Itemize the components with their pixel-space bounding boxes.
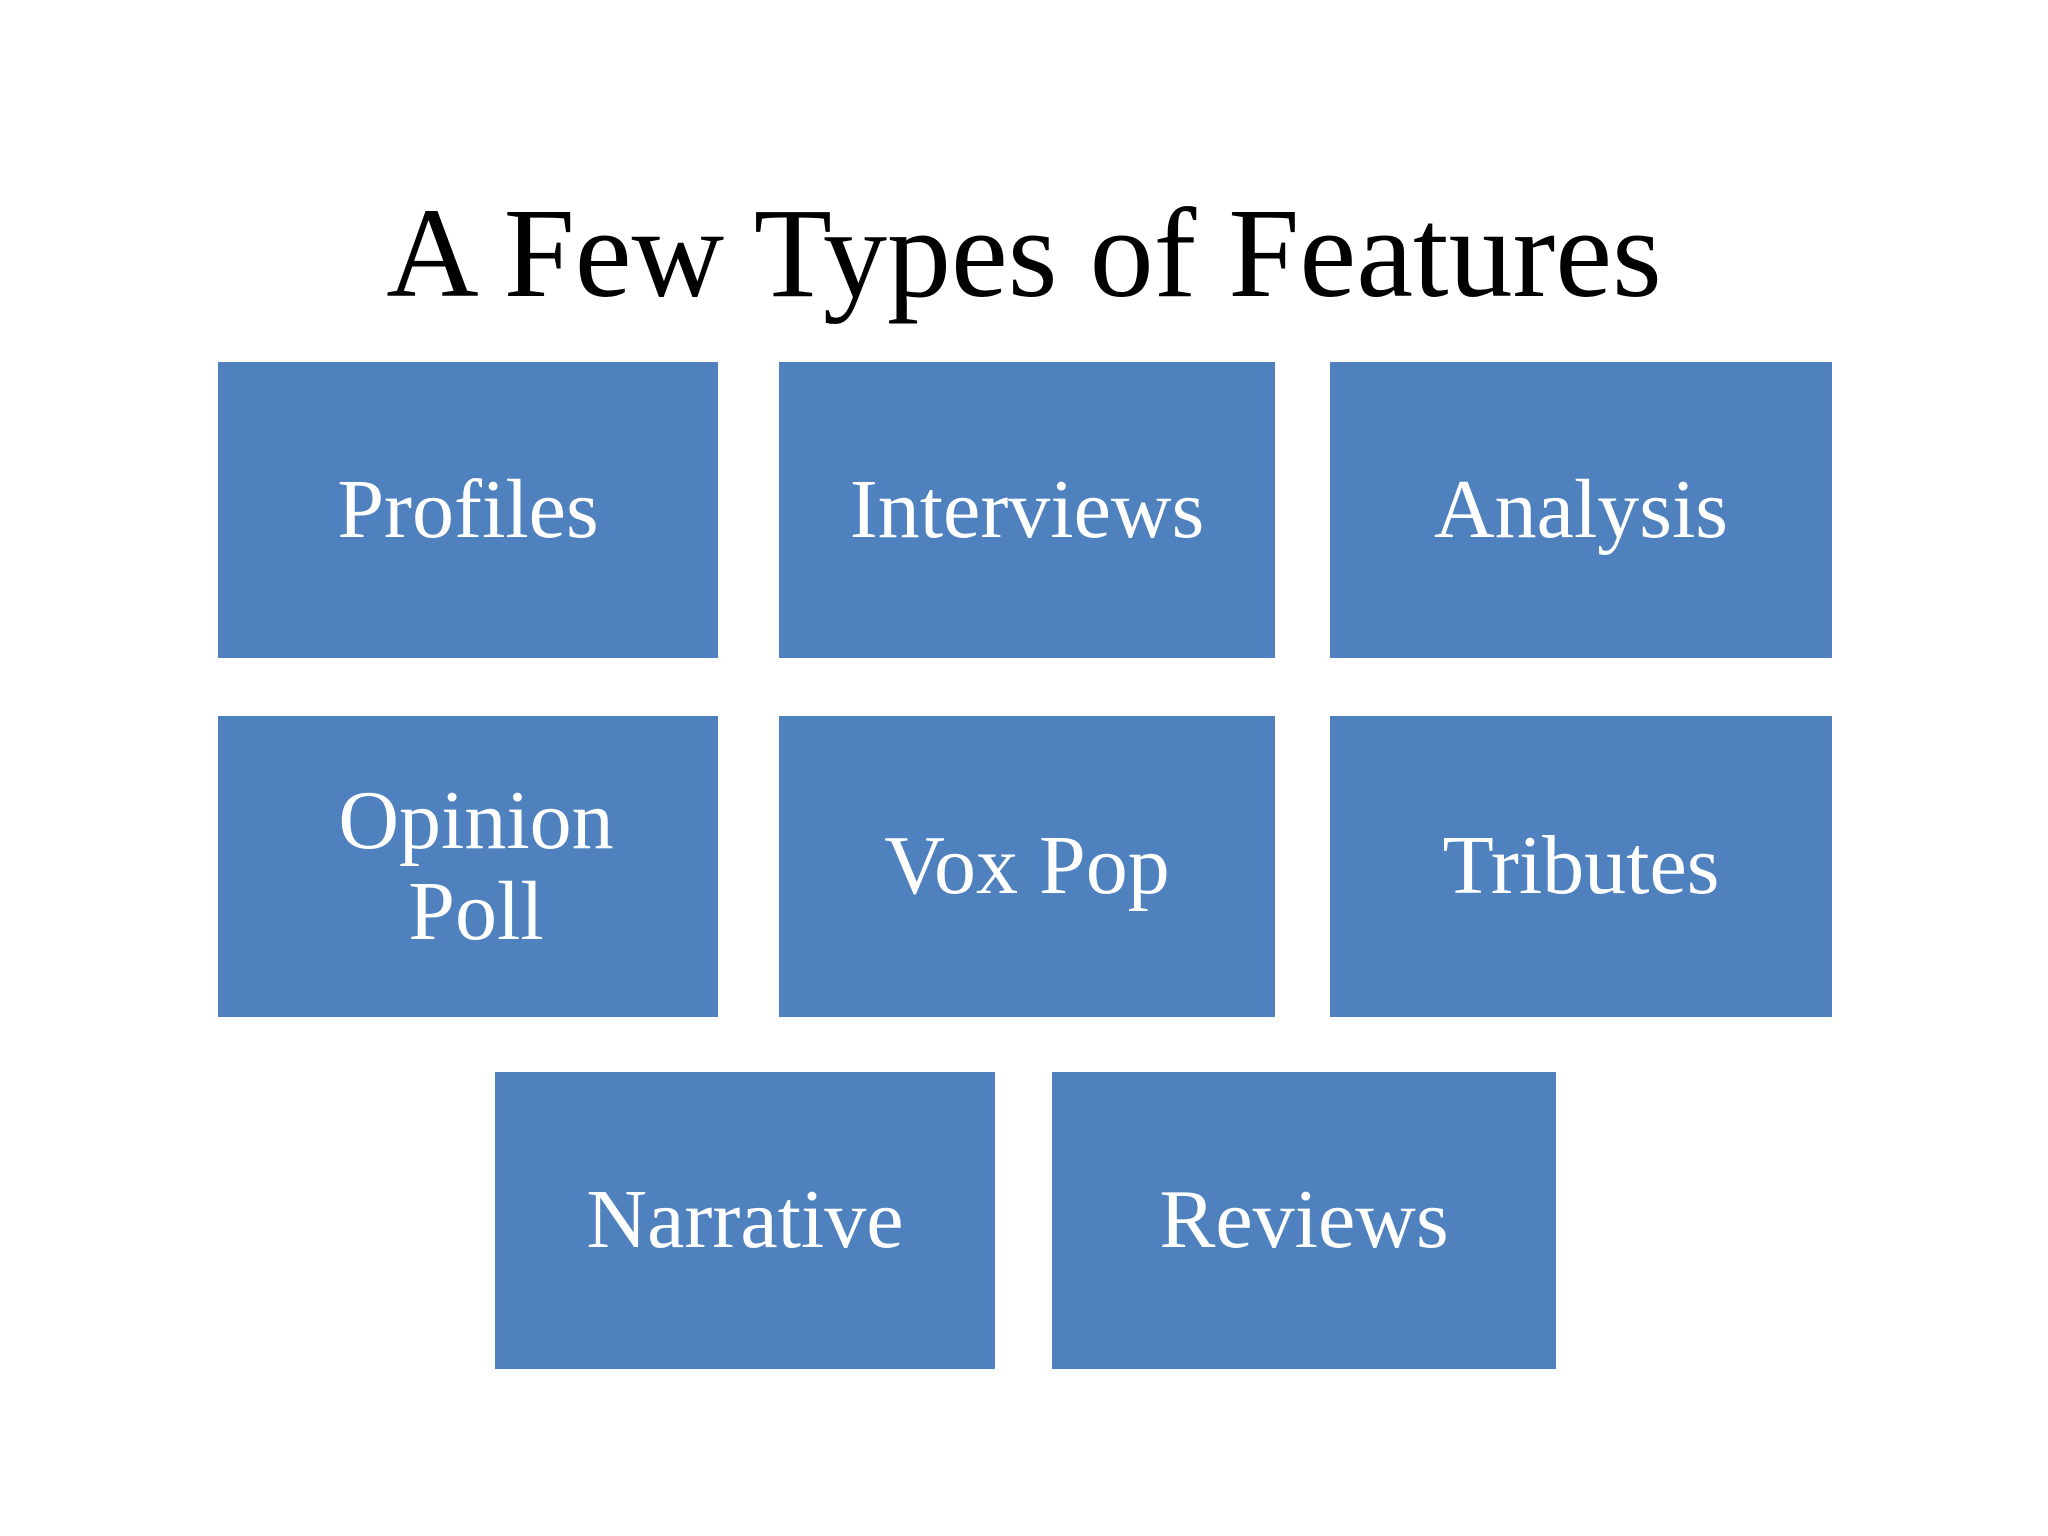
feature-box-label: Analysis (1434, 462, 1728, 556)
feature-box-tributes[interactable]: Tributes (1330, 716, 1832, 1017)
page-title: A Few Types of Features (386, 181, 1662, 324)
feature-box-vox-pop[interactable]: Vox Pop (779, 716, 1275, 1017)
feature-box-profiles[interactable]: Profiles (218, 362, 718, 658)
feature-box-opinion-poll[interactable]: Opinion Poll (218, 716, 718, 1017)
feature-box-narrative[interactable]: Narrative (495, 1072, 995, 1369)
feature-box-analysis[interactable]: Analysis (1330, 362, 1832, 658)
feature-box-label: Narrative (586, 1173, 904, 1267)
feature-box-label: Reviews (1159, 1173, 1449, 1267)
feature-box-reviews[interactable]: Reviews (1052, 1072, 1556, 1369)
feature-box-label: Interviews (849, 462, 1205, 556)
feature-box-label: Vox Pop (884, 819, 1170, 913)
feature-box-interviews[interactable]: Interviews (779, 362, 1275, 658)
feature-box-label: Opinion Poll (338, 773, 614, 958)
feature-box-label: Tributes (1442, 819, 1720, 913)
feature-box-label: Profiles (337, 462, 599, 556)
